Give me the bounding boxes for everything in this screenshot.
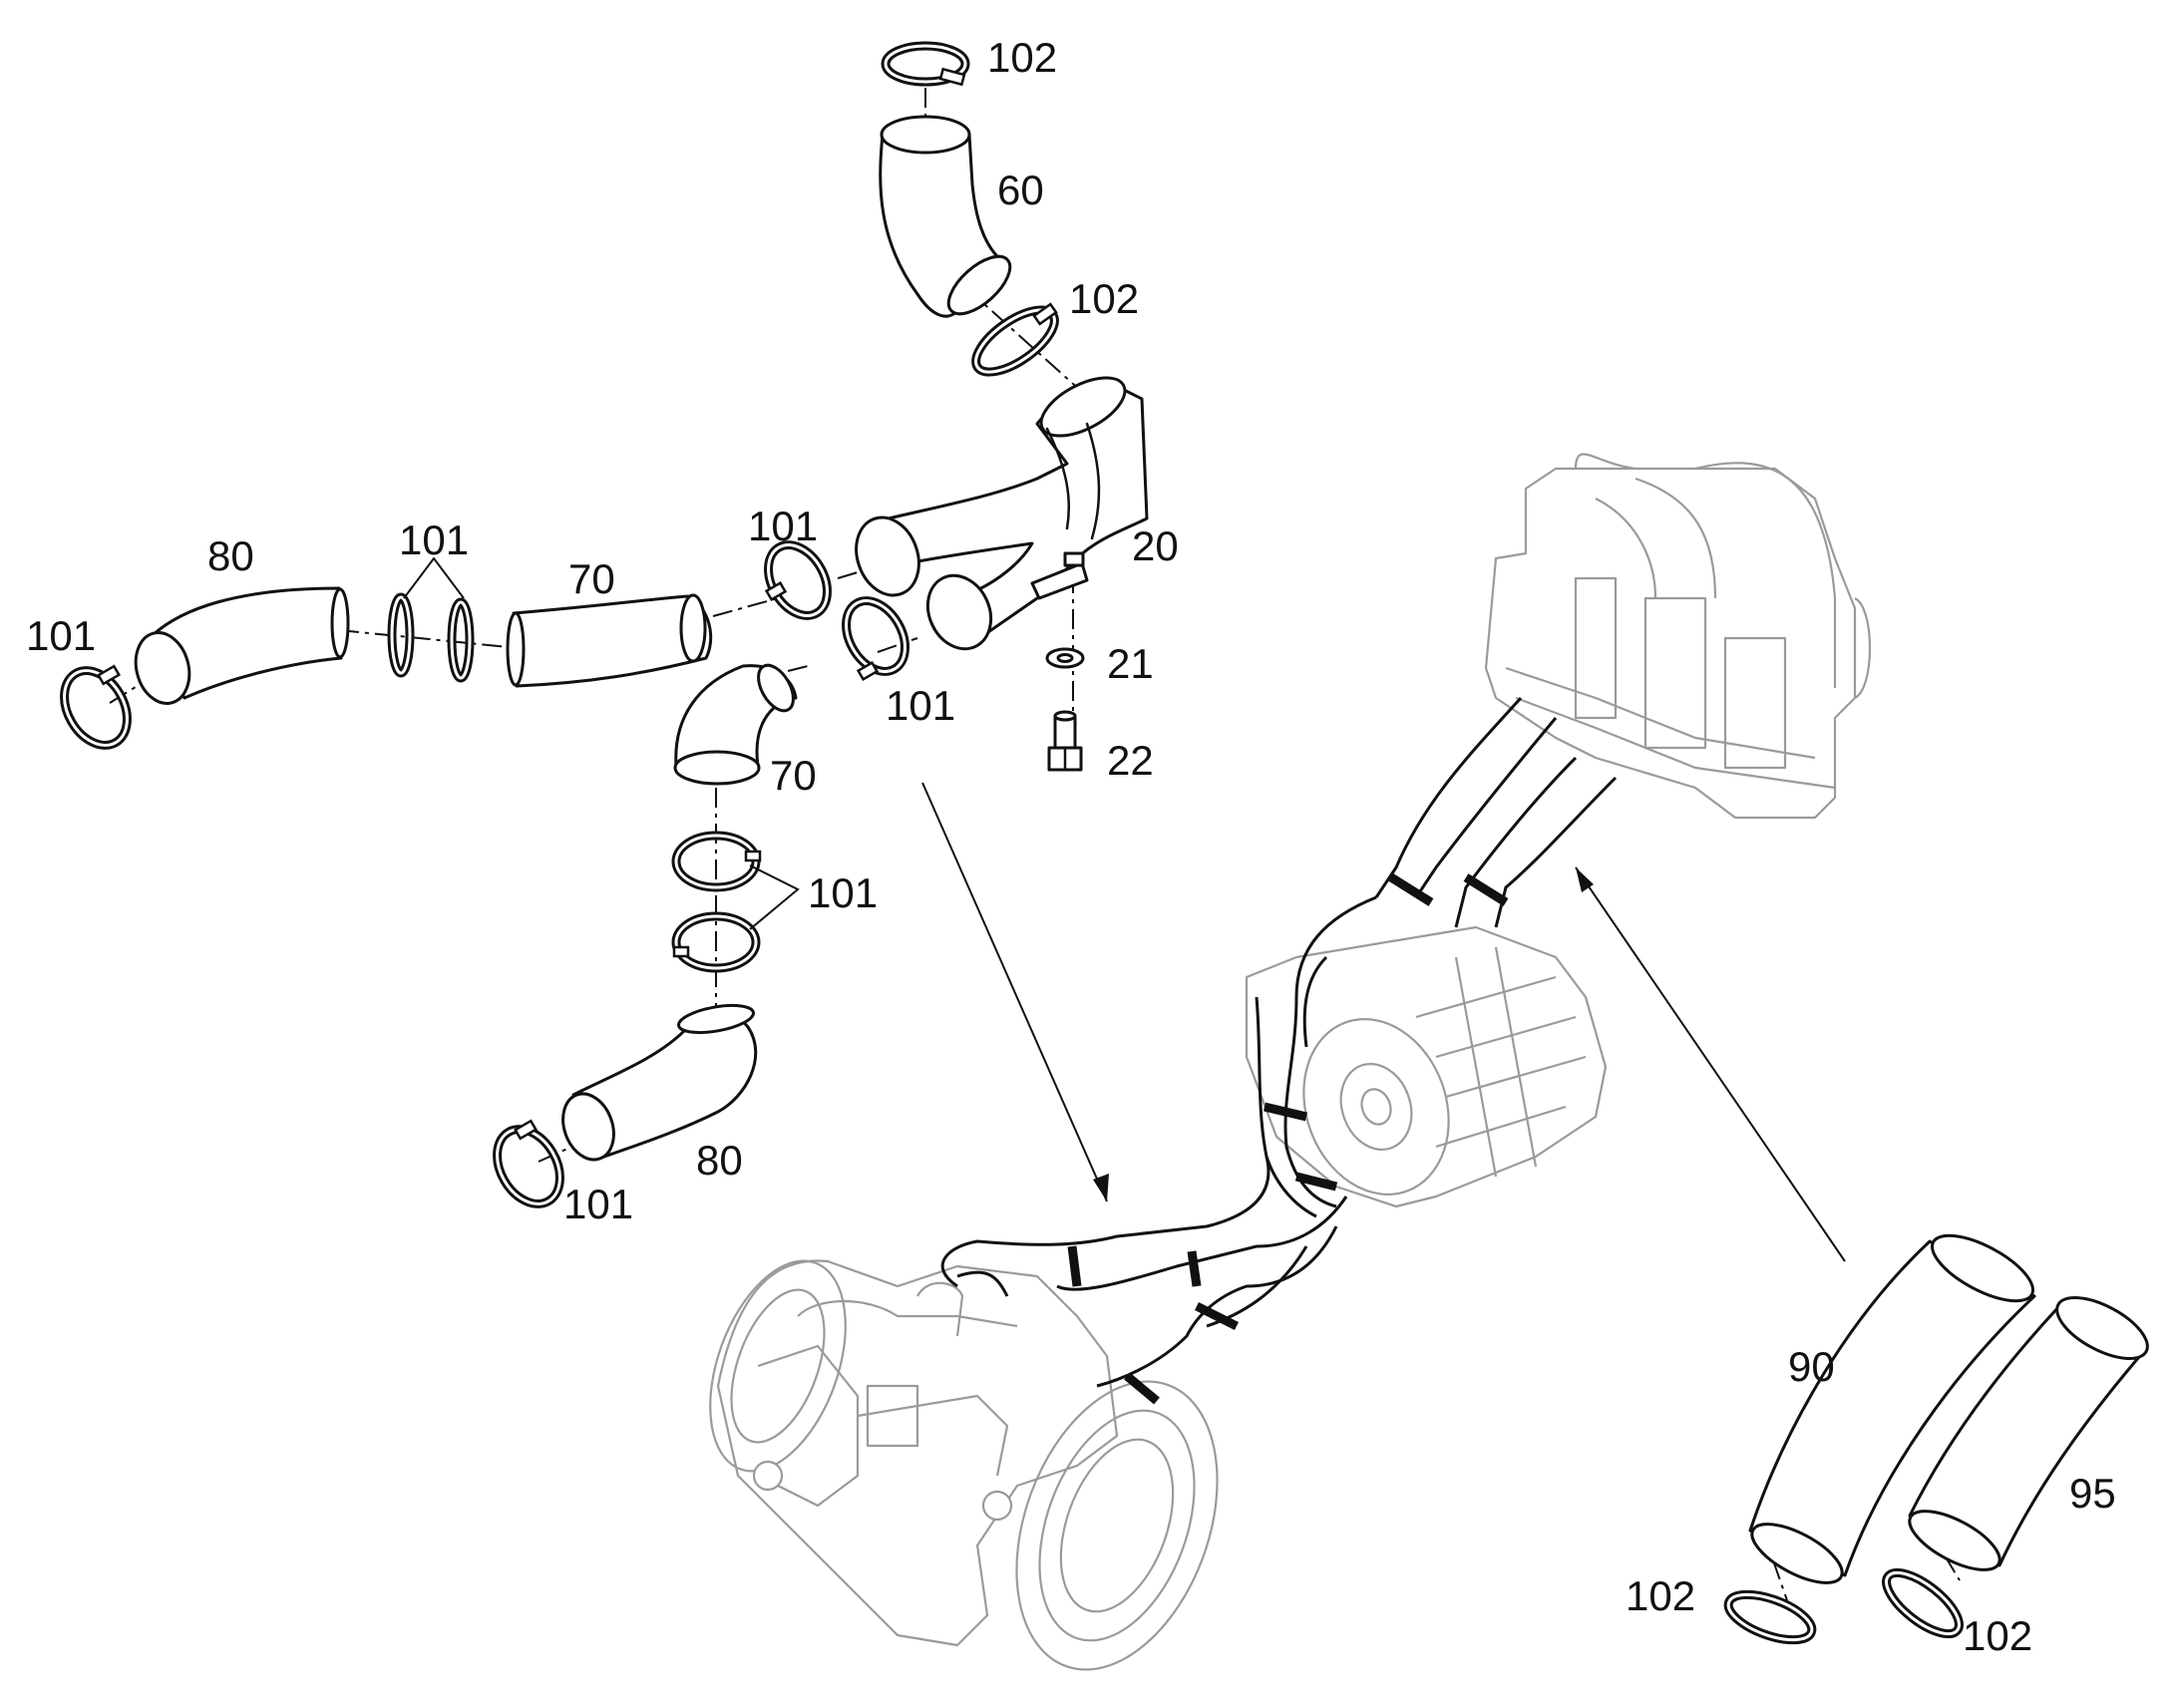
hose-90 [1748,1233,2036,1584]
label-101-upper: 101 [748,503,818,549]
label-101-pair: 101 [399,516,469,563]
ghost-electric-motor [1245,925,1608,1208]
label-101-far-left: 101 [26,612,96,659]
clamp-102-bottom-left [1723,1589,1817,1645]
hose-70-top [506,593,713,688]
label-102-mid: 102 [1069,275,1139,322]
clamp-101-pair-left [387,592,475,683]
clamp-101-far-left [60,664,132,750]
hose-80-bottom [561,1003,758,1162]
label-70-top: 70 [568,555,615,602]
label-70-mid: 70 [770,752,817,799]
washer-21 [1045,647,1085,669]
label-20: 20 [1132,522,1179,569]
clamp-102-bottom-right [1882,1567,1964,1639]
clamp-101-bottom [493,1119,564,1208]
label-101-vertical-pair: 101 [808,869,878,916]
clamp-101-upper [764,540,832,620]
label-21: 21 [1107,640,1154,687]
assembly-arrows [921,782,1846,1262]
label-101-lower: 101 [886,682,955,729]
label-90: 90 [1788,1343,1835,1390]
hose-95 [1908,1296,2149,1571]
label-102-top: 102 [987,34,1057,81]
clamp-101-pair-vertical [671,831,762,973]
assembled-hoses [940,696,1618,1405]
ghost-axle-housing [709,1259,1219,1671]
label-60: 60 [997,167,1044,213]
clamp-102-top [881,41,970,87]
label-95: 95 [2069,1470,2116,1517]
label-101-bottom: 101 [563,1181,633,1227]
label-102-bottom-right: 102 [1963,1612,2032,1659]
ghost-radiator-frame [1484,453,1872,820]
clamp-101-lower [842,596,909,682]
bolt-22 [1047,710,1083,772]
y-manifold-20 [855,376,1149,651]
label-102-bottom-left: 102 [1626,1572,1695,1619]
label-80-bottom: 80 [696,1137,743,1184]
label-22: 22 [1107,737,1154,784]
clamp-102-mid [971,302,1059,377]
item-number-labels: 102 60 102 20 21 22 80 101 101 70 101 10… [26,34,2116,1659]
elbow-70-mid [673,663,798,786]
hose-80-top [134,586,350,705]
elbow-hose-60 [879,115,1012,318]
callout-leaders [403,556,800,930]
label-80-top: 80 [207,532,254,579]
